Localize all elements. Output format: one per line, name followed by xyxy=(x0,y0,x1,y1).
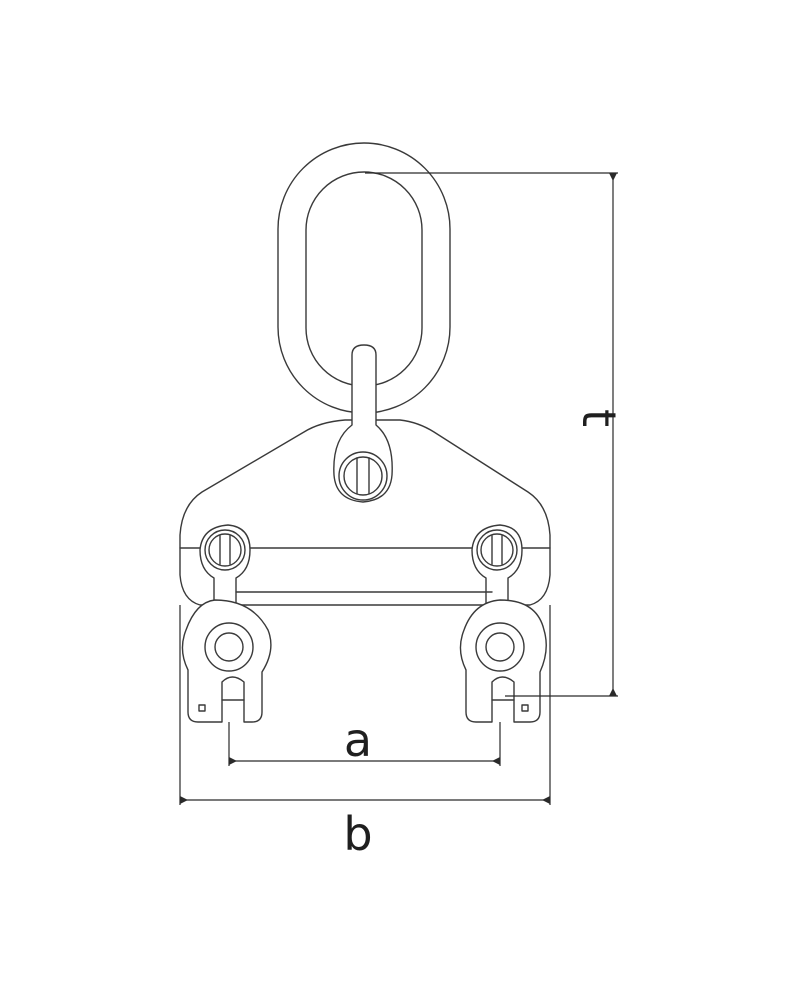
dimension-a-label: a xyxy=(344,713,372,767)
dimension-t: t xyxy=(365,172,626,697)
central-link xyxy=(333,344,393,503)
dimension-t-label: t xyxy=(572,409,626,427)
dimension-b: b xyxy=(179,605,551,861)
dimension-a: a xyxy=(228,713,501,767)
left-clamp-assembly xyxy=(181,524,272,723)
right-clamp-assembly xyxy=(459,524,547,723)
dimension-b-label: b xyxy=(343,807,372,861)
